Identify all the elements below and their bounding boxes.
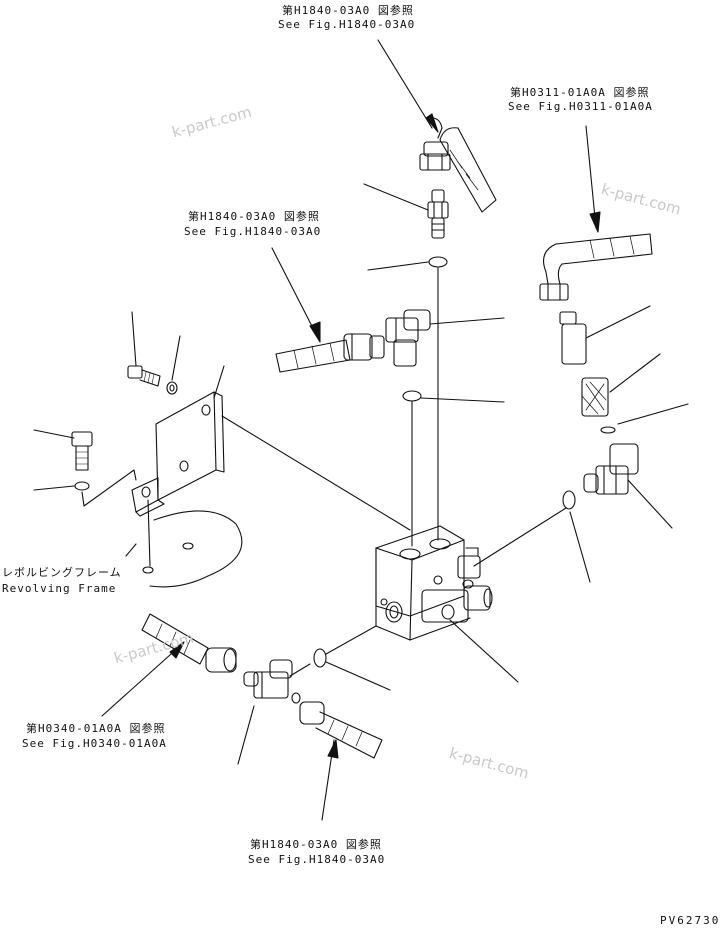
ref-lower-left-en: See Fig.H0340-01A0A	[22, 737, 167, 750]
o-ring-middle	[402, 390, 505, 547]
ref-upper-right-en: See Fig.H0311-01A0A	[508, 100, 653, 113]
o-ring-lower	[313, 625, 391, 691]
ref-top-jp: 第H1840-03A0 図参照	[282, 4, 414, 17]
ref-bottom-en: See Fig.H1840-03A0	[248, 853, 386, 866]
ref-upper-right-jp: 第H0311-01A0A 図参照	[510, 86, 650, 99]
valve-solenoid	[421, 547, 519, 683]
drawing-code: PV62730	[660, 914, 721, 927]
bolt-upper	[127, 311, 181, 395]
ref-bottom-jp: 第H1840-03A0 図参照	[250, 838, 382, 851]
ref-left-mid-jp: 第H1840-03A0 図参照	[188, 210, 320, 223]
lower-elbow-fitting	[237, 659, 311, 765]
o-ring-top	[367, 256, 448, 541]
revolving-frame	[125, 510, 243, 588]
revolving-frame-label-jp: レボルビングフレーム	[2, 566, 122, 579]
bottom-hose	[299, 701, 383, 821]
top-hose-assembly	[377, 39, 497, 213]
valve-block	[375, 525, 471, 641]
upper-right-hose	[539, 125, 653, 301]
ref-top-en: See Fig.H1840-03A0	[278, 18, 416, 31]
upper-elbow-fitting	[385, 309, 505, 367]
revolving-frame-label-en: Revolving Frame	[2, 582, 117, 595]
mounting-bracket	[131, 365, 411, 567]
top-connector	[363, 183, 449, 239]
left-mid-hose	[271, 247, 385, 373]
ref-left-mid-en: See Fig.H1840-03A0	[184, 225, 322, 238]
right-elbow-fitting	[473, 443, 673, 583]
lower-left-hose	[101, 613, 237, 717]
right-filter-parts	[559, 305, 689, 434]
ref-lower-left-jp: 第H0340-01A0A 図参照	[26, 722, 166, 735]
bolt-lower	[33, 429, 137, 507]
